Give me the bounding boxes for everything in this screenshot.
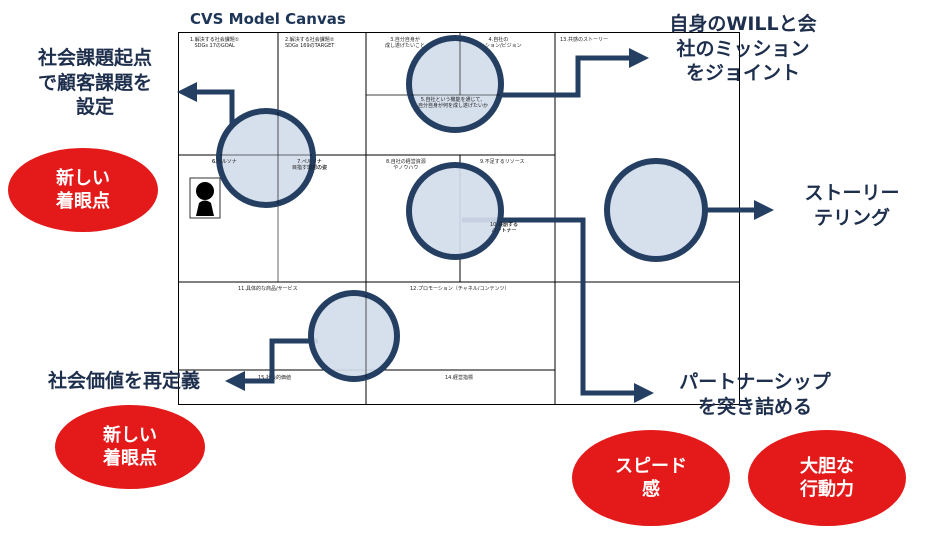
- circle-will-label: 5.自社という機能を通じて、自分自身が何を成し遂げたいか: [418, 97, 489, 110]
- circle-promotion: [308, 290, 400, 382]
- cell-label-9: 9.不足するリソース: [480, 159, 525, 165]
- cell-label-13: 13.共感のストーリー: [560, 37, 608, 43]
- cell-label-3: 3.自分自身が成し遂げたいこと: [385, 37, 426, 50]
- cell-label-14: 14.経営指標: [445, 375, 473, 381]
- canvas-title: CVS Model Canvas: [190, 10, 346, 28]
- circle-story: [604, 158, 708, 262]
- canvas-frame: [178, 32, 740, 405]
- cell-label-12: 12.プロモーション（チャネル/コンテンツ）: [410, 286, 510, 292]
- callout-social-value: 社会価値を再定義: [47, 370, 200, 392]
- circle-persona-label-7: 7.ペルソナ目指す理想の姿: [292, 159, 328, 172]
- circle-persona: [216, 108, 316, 208]
- cell-label-10: 10.共創するパートナー: [490, 222, 518, 235]
- callout-social-issue: 社会課題起点 で顧客課題を 設定: [37, 47, 152, 119]
- arrow-partnership: [462, 217, 654, 403]
- badge-bold-action: 大胆な 行動力: [748, 430, 906, 526]
- cell-label-11: 11.具体的な商品/サービス: [238, 286, 298, 292]
- circle-persona-label-6: 6.ペルソナ: [212, 159, 237, 165]
- cell-label-4: 4.自社のミッション/ビジョン: [475, 37, 522, 50]
- arrow-will-mission: [500, 48, 649, 98]
- circle-will: [406, 35, 504, 133]
- callout-will-mission: 自身のWILLと会 社のミッション をジョイント: [669, 13, 817, 85]
- badge-new-viewpoint-1: 新しい 着眼点: [8, 148, 158, 232]
- cell-label-8: 8.自社の経営資源やノウハウ: [386, 159, 426, 172]
- callout-storytelling: ストーリー テリング: [804, 182, 900, 229]
- arrow-social-issue: [177, 82, 235, 126]
- badge-speed: スピード 感: [572, 430, 730, 526]
- callout-partnership: パートナーシップ を突き詰める: [679, 371, 831, 418]
- arrow-social-value: [225, 338, 318, 391]
- badge-new-viewpoint-2: 新しい 着眼点: [55, 405, 205, 489]
- circle-resources: [406, 162, 504, 260]
- circle-resources-label: 10.共創するパートナー: [490, 222, 518, 235]
